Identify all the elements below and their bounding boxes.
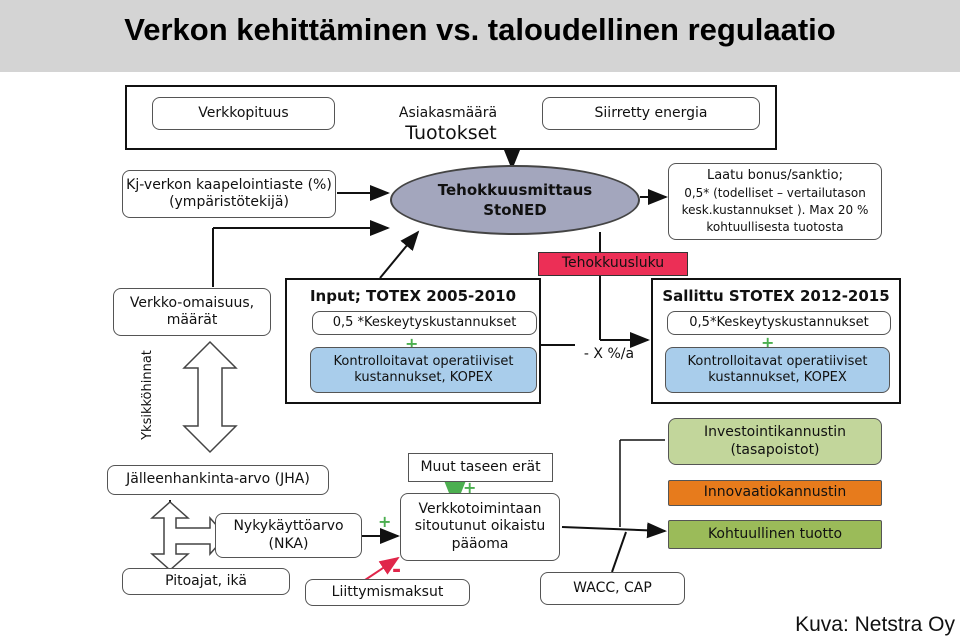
efficiency-line2: StoNED: [483, 201, 547, 219]
allowed-title: Sallittu STOTEX 2012-2015: [662, 286, 890, 305]
x-percent-label: - X %/a: [583, 346, 635, 363]
muut-plus: +: [463, 478, 477, 497]
kaapelointiaste-box: Kj-verkon kaapelointiaste (%) (ympäristö…: [122, 170, 336, 218]
input-kopex: Kontrolloitavat operatiiviset kustannuks…: [310, 347, 537, 393]
arrow-capital-to-return: [561, 522, 667, 539]
wacc-box: WACC, CAP: [540, 572, 685, 605]
header-band: [0, 0, 960, 72]
allowed-keskeytys: 0,5*Keskeytyskustannukset: [667, 311, 891, 335]
image-credit: Kuva: Netstra Oy: [795, 612, 955, 636]
nka-box: Nykykäyttöarvo (NKA): [215, 513, 362, 558]
nka-plus: +: [378, 512, 392, 531]
yksikkohinnat-label: Yksikköhinnat: [139, 350, 155, 440]
quality-line3: kesk.kustannukset ). Max 20 %: [681, 203, 869, 218]
jha-box: Jälleenhankinta-arvo (JHA): [107, 465, 329, 495]
quality-line2: 0,5* (todelliset – vertailutason: [684, 186, 866, 201]
quality-line4: kohtuullisesta tuotosta: [706, 219, 844, 234]
kohtuullinen-box: Kohtuullinen tuotto: [668, 520, 882, 549]
pitoajat-box: Pitoajat, ikä: [122, 568, 290, 595]
output-verkkopituus: Verkkopituus: [152, 97, 335, 130]
liittymis-minus: -: [392, 558, 402, 583]
quality-line1: Laatu bonus/sanktio;: [706, 168, 843, 184]
allowed-kopex: Kontrolloitavat operatiiviset kustannuks…: [665, 347, 890, 393]
input-keskeytys: 0,5 *Keskeytyskustannukset: [312, 311, 537, 335]
tehokkuusluku-box: Tehokkuusluku: [538, 252, 688, 276]
output-siirretty-energia: Siirretty energia: [542, 97, 760, 130]
arrow-wacc-to-return: [611, 531, 627, 573]
bracket-arrow: [150, 500, 228, 572]
assets-box: Verkko-omaisuus, määrät: [113, 288, 271, 336]
tuotokset-label: Tuotokset: [405, 122, 497, 145]
muut-box: Muut taseen erät: [408, 453, 553, 482]
investointi-box: Investointikannustin (tasapoistot): [668, 418, 882, 465]
double-arrow-vertical: [182, 340, 238, 454]
arrow-input-to-efficiency: [379, 230, 420, 279]
efficiency-ellipse: Tehokkuusmittaus StoNED: [390, 165, 640, 235]
output-asiakasmaara: Asiakasmäärä: [398, 104, 498, 121]
capital-box: Verkkotoimintaan sitoutunut oikaistu pää…: [400, 493, 560, 561]
quality-box: Laatu bonus/sanktio; 0,5* (todelliset – …: [668, 163, 882, 240]
input-title: Input; TOTEX 2005-2010: [309, 286, 517, 305]
efficiency-line1: Tehokkuusmittaus: [437, 180, 593, 199]
liittymismaksut-box: Liittymismaksut: [305, 579, 470, 606]
page-title: Verkon kehittäminen vs. taloudellinen re…: [124, 12, 836, 47]
arrow-liittymis-to-capital: [364, 556, 400, 581]
innovaatio-box: Innovaatiokannustin: [668, 480, 882, 506]
